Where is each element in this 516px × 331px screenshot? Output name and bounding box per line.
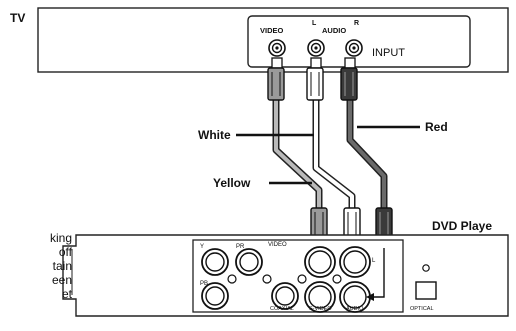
side-text-line: off bbox=[58, 245, 72, 259]
dvd-svideo-jack bbox=[304, 281, 336, 313]
tv-video-label: VIDEO bbox=[260, 26, 284, 35]
tv-audio-left-jack bbox=[307, 39, 325, 57]
dvd-pb-jack bbox=[201, 282, 229, 310]
white-cable bbox=[312, 100, 356, 215]
dvd-audio-left-jack bbox=[339, 246, 371, 278]
dvd-y-label: Y bbox=[200, 244, 204, 250]
side-text-line: tain bbox=[52, 259, 72, 273]
red-connection-arrow bbox=[372, 248, 385, 298]
screw-hole-2 bbox=[262, 274, 272, 284]
screw-hole-1 bbox=[227, 274, 237, 284]
arrow-head bbox=[366, 293, 374, 301]
dvd-left-label: L bbox=[372, 258, 376, 264]
dvd-pb-label: PB bbox=[200, 281, 208, 287]
dvd-optical-label: OPTICAL bbox=[410, 306, 434, 312]
dvd-coaxial-jack bbox=[271, 282, 299, 310]
side-text-line: een bbox=[51, 273, 72, 287]
red-cable-label: Red bbox=[425, 120, 448, 134]
yellow-cable-label: Yellow bbox=[213, 176, 251, 190]
dvd-coaxial-label: COAXIAL bbox=[270, 306, 294, 312]
white-cable-label: White bbox=[198, 128, 231, 142]
cropped-side-text: king off tain een et bbox=[0, 231, 72, 301]
red-top-plug bbox=[340, 57, 358, 101]
yellow-cable bbox=[272, 100, 323, 215]
dvd-video-label: VIDEO bbox=[268, 242, 287, 248]
dvd-label: DVD Playe bbox=[432, 219, 492, 233]
optical-indicator bbox=[422, 264, 430, 272]
red-cable bbox=[346, 100, 388, 215]
tv-video-jack bbox=[268, 39, 286, 57]
side-text-line: et bbox=[61, 287, 72, 301]
dvd-audio-right-jack bbox=[339, 281, 371, 313]
tv-label: TV bbox=[10, 11, 25, 25]
optical-port bbox=[415, 281, 437, 300]
dvd-pr-jack bbox=[235, 248, 263, 276]
yellow-top-plug bbox=[267, 57, 285, 101]
dvd-pr-label: PR bbox=[236, 244, 245, 250]
dvd-svideo-label: S-VIDEO bbox=[309, 306, 332, 312]
tv-left-label: L bbox=[312, 20, 317, 27]
dvd-audio-label: AUDIO bbox=[346, 306, 364, 312]
dvd-video-jack bbox=[304, 246, 336, 278]
tv-right-label: R bbox=[354, 20, 359, 27]
dvd-y-jack bbox=[201, 248, 229, 276]
tv-input-label: INPUT bbox=[372, 47, 405, 59]
tv-audio-label: AUDIO bbox=[322, 26, 346, 35]
white-top-plug bbox=[306, 57, 324, 101]
screw-hole-4 bbox=[332, 274, 342, 284]
screw-hole-3 bbox=[297, 274, 307, 284]
tv-audio-right-jack bbox=[345, 39, 363, 57]
side-text-line: king bbox=[49, 231, 72, 245]
